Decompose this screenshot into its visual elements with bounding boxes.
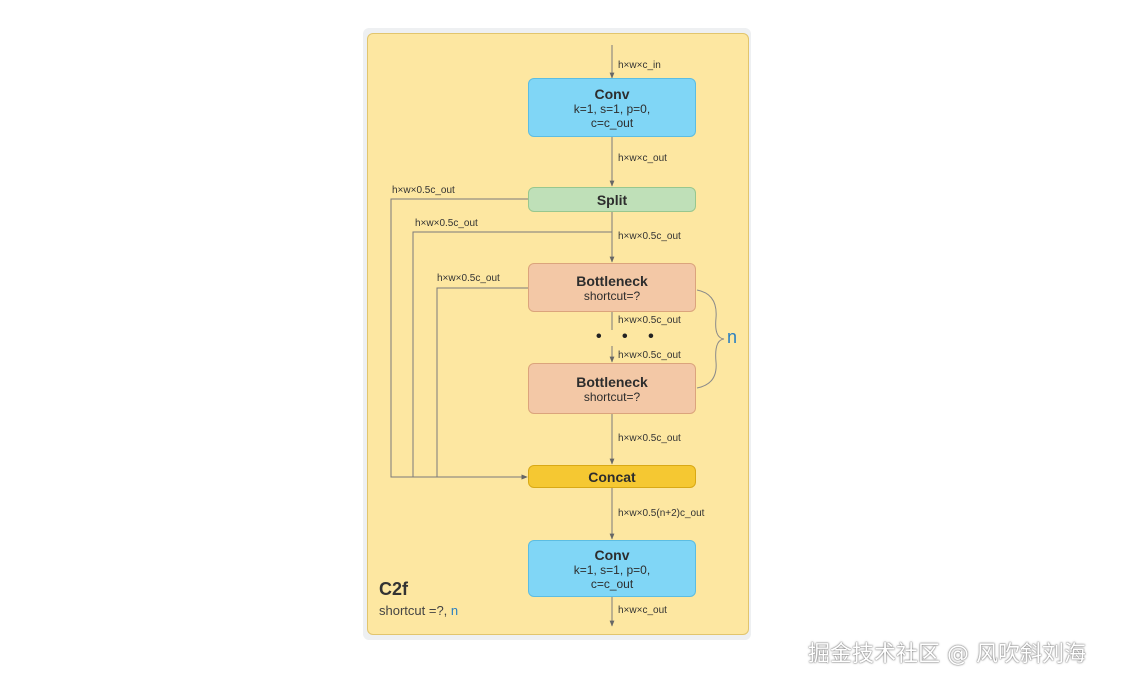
concat-title: Concat (588, 468, 636, 485)
module-params-n: n (450, 603, 459, 618)
label-before-bottleneck-n: h×w×0.5c_out (618, 350, 681, 361)
label-bottleneck-branch: h×w×0.5c_out (437, 273, 500, 284)
label-conv-out-shape: h×w×c_out (618, 153, 667, 164)
repeat-brace (696, 289, 725, 389)
module-name: C2f (379, 579, 409, 599)
ellipsis-dots: • • • (596, 328, 662, 345)
wire-bottleneck-branch (436, 287, 528, 480)
label-after-bottleneck-1: h×w×0.5c_out (618, 315, 681, 326)
module-params: shortcut =?, n (379, 603, 458, 618)
label-input-shape: h×w×c_in (618, 60, 661, 71)
bottleneck-n-shortcut: shortcut=? (583, 389, 641, 404)
split-block: Split (528, 187, 696, 212)
conv-block-top: Conv k=1, s=1, p=0, c=c_out (528, 78, 696, 137)
split-title: Split (596, 191, 628, 208)
bottleneck-block-n: Bottleneck shortcut=? (528, 363, 696, 414)
module-params-prefix: shortcut =?, (379, 603, 451, 618)
conv-top-params: k=1, s=1, p=0, (573, 101, 651, 116)
conv-bottom-title: Conv (594, 546, 630, 563)
conv-top-channels: c=c_out (590, 115, 634, 130)
bottleneck-n-title: Bottleneck (576, 373, 648, 390)
concat-block: Concat (528, 465, 696, 488)
conv-top-title: Conv (594, 85, 630, 102)
bottleneck-1-title: Bottleneck (576, 272, 648, 289)
label-split-branch-outer: h×w×0.5c_out (392, 185, 455, 196)
label-after-concat: h×w×0.5(n+2)c_out (618, 508, 705, 519)
label-after-bottleneck-n: h×w×0.5c_out (618, 433, 681, 444)
label-split-main: h×w×0.5c_out (618, 231, 681, 242)
watermark-text: 掘金技术社区 @ 风吹斜刘海 (808, 642, 1086, 667)
wire-split-branch-outer (390, 198, 528, 480)
conv-bottom-channels: c=c_out (590, 576, 634, 591)
bottleneck-1-shortcut: shortcut=? (583, 288, 641, 303)
conv-block-bottom: Conv k=1, s=1, p=0, c=c_out (528, 540, 696, 597)
label-output-shape: h×w×c_out (618, 605, 667, 616)
bottleneck-block-1: Bottleneck shortcut=? (528, 263, 696, 312)
label-split-branch-inner: h×w×0.5c_out (415, 218, 478, 229)
repeat-count-label: n (727, 327, 738, 347)
conv-bottom-params: k=1, s=1, p=0, (573, 562, 651, 577)
